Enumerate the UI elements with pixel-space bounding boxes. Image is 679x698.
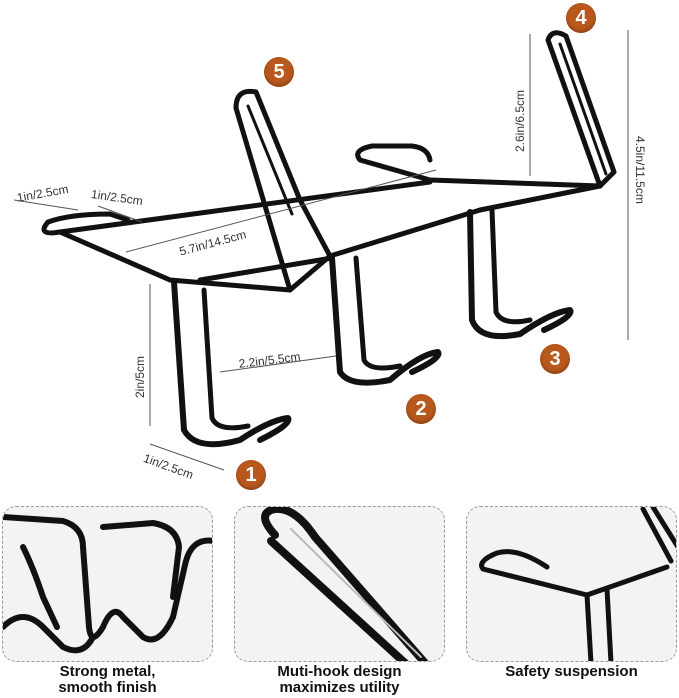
hook-2	[329, 255, 442, 386]
closeup-loop-image	[261, 507, 429, 661]
caption-multi-hook-line2: maximizes utility	[279, 679, 400, 696]
badge-1: 1	[236, 460, 266, 490]
hook-3	[467, 209, 574, 340]
back-rod	[427, 177, 603, 189]
badge-5: 5	[264, 57, 294, 87]
hook-1	[171, 279, 292, 448]
tall-loop-5	[233, 88, 333, 293]
front-rod	[57, 179, 433, 235]
badge-3: 3	[540, 344, 570, 374]
product-dimension-figure: 1in/2.5cm 1in/2.5cm 5.7in/14.5cm 2.6in/6…	[13, 3, 647, 490]
feature-panel-strong-metal	[2, 506, 213, 662]
caption-strong-metal-line2: smooth finish	[58, 679, 157, 696]
feature-panel-safety	[466, 506, 677, 662]
badge-4: 4	[566, 3, 596, 33]
top-hook-height-label: 2.6in/6.5cm	[513, 89, 527, 152]
caption-strong-metal-line1: Strong metal,	[59, 663, 156, 680]
top-hook-front	[41, 211, 131, 236]
hook-drop-label: 2in/5cm	[133, 355, 147, 398]
caption-safety: Safety suspension	[466, 664, 677, 680]
caption-strong-metal: Strong metal, smooth finish	[2, 664, 213, 696]
total-height-label: 4.5in/11.5cm	[633, 136, 647, 204]
caption-multi-hook-line1: Muti-hook design	[277, 663, 402, 680]
caption-safety-line1: Safety suspension	[505, 663, 638, 680]
closeup-top-hook-image	[479, 507, 676, 661]
tall-loop-4	[545, 30, 617, 189]
top-hook-back	[355, 143, 433, 183]
caption-multi-hook: Muti-hook design maximizes utility	[234, 664, 445, 696]
hook-rack-drawing	[13, 30, 629, 471]
badge-2: 2	[406, 394, 436, 424]
feature-panel-multi-hook	[234, 506, 445, 662]
closeup-bends-image	[3, 514, 212, 654]
